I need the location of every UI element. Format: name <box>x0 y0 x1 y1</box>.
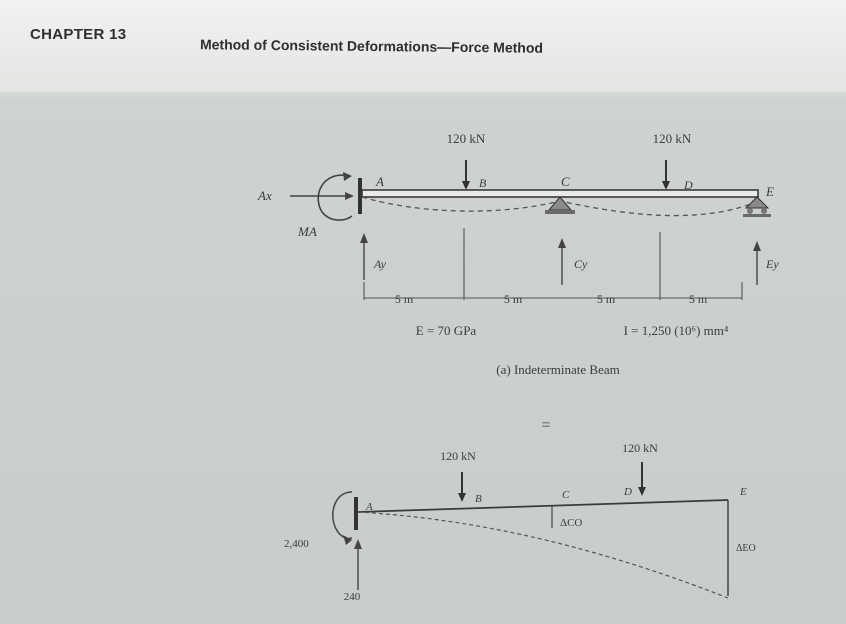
pin-support-c <box>545 196 575 214</box>
equals-sign: = <box>541 417 550 434</box>
span-label-1: 5 m <box>395 292 414 306</box>
reaction-arrow-ay <box>360 233 368 280</box>
load-label-d: 120 kN <box>653 131 692 146</box>
load-arrow-d <box>662 160 670 190</box>
reaction-label-ma: MA <box>297 224 317 239</box>
load-arrow-b2 <box>458 472 466 502</box>
point-label-c2: C <box>562 489 570 501</box>
point-label-e2: E <box>739 486 747 498</box>
span-label-3: 5 m <box>597 292 616 306</box>
load-label-b: 120 kN <box>447 131 486 146</box>
moment-arc-ma <box>317 174 353 221</box>
inertia-label: I = 1,250 (10⁶) mm⁴ <box>624 323 729 338</box>
reaction-arrow-ey <box>753 241 761 285</box>
beam-a <box>361 189 759 198</box>
reaction-arrow-cy <box>558 238 566 285</box>
dimension-extension-lines <box>363 228 743 300</box>
reaction-arrow-ax <box>290 192 354 200</box>
reaction-label-ey: Ey <box>765 257 779 271</box>
reaction-label-ay: Ay <box>373 257 387 271</box>
load-arrow-b <box>462 160 470 190</box>
load-label-b2: 120 kN <box>440 449 476 463</box>
load-arrow-d2 <box>638 462 646 496</box>
moment-arc-b <box>332 491 353 540</box>
deflection-label-e: ΔEO <box>736 543 756 554</box>
point-label-d: D <box>683 178 693 192</box>
point-label-c: C <box>561 174 570 189</box>
figure-b-primary-structure: 120 kN 120 kN A B C D E 2,400 240 ΔCO ΔE… <box>284 441 756 603</box>
beam-b <box>357 499 729 513</box>
reaction-label-ax: Ax <box>257 188 272 203</box>
vertical-reaction-label: 240 <box>344 591 361 603</box>
point-label-d2: D <box>623 486 632 498</box>
moment-arrowhead-b <box>343 535 352 545</box>
reaction-label-cy: Cy <box>574 257 588 271</box>
point-label-b2: B <box>475 493 482 505</box>
span-label-4: 5 m <box>689 292 708 306</box>
span-label-2: 5 m <box>504 292 523 306</box>
point-label-a: A <box>375 174 384 189</box>
moment-value-label: 2,400 <box>284 538 309 550</box>
page-header <box>0 0 846 92</box>
point-label-e: E <box>765 184 774 199</box>
point-label-b: B <box>479 176 487 190</box>
moment-arrowhead-ma <box>343 172 352 181</box>
figure-a-caption: (a) Indeterminate Beam <box>496 362 619 377</box>
modulus-label: E = 70 GPa <box>416 323 477 338</box>
load-label-d2: 120 kN <box>622 441 658 455</box>
point-label-a2: A <box>365 501 373 513</box>
roller-support-e <box>743 196 771 217</box>
deflection-label-c: ΔCO <box>560 517 582 529</box>
deflected-shape-b <box>357 511 729 599</box>
figure-a-indeterminate-beam: 120 kN 120 kN A B C D E Ax MA Ay <box>257 131 779 377</box>
reaction-arrow-240 <box>354 539 362 590</box>
chapter-number: CHAPTER 13 <box>30 26 127 43</box>
